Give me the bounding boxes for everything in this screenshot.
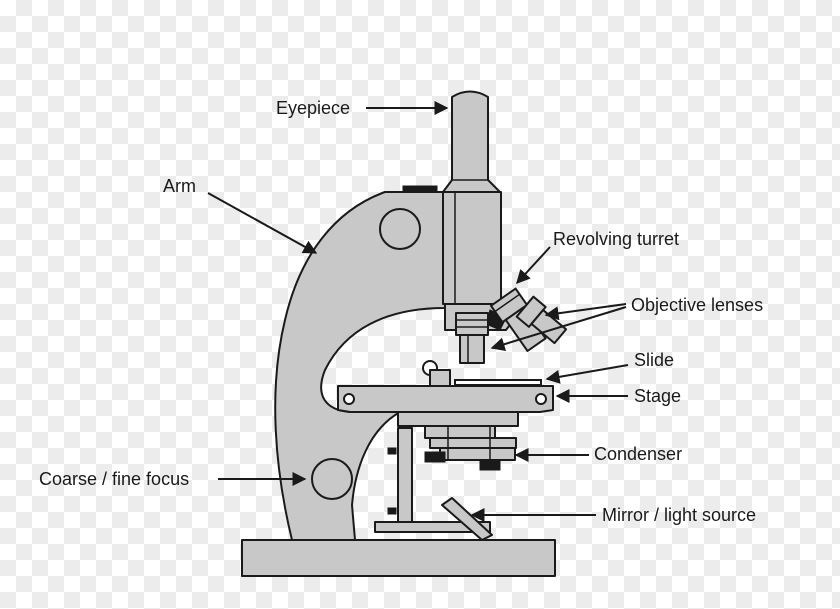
label-slide: Slide xyxy=(634,350,674,370)
mirror xyxy=(441,497,493,541)
eyepiece-tube xyxy=(442,90,501,193)
label-coarse-fine-focus: Coarse / fine focus xyxy=(39,469,189,489)
body-tube xyxy=(442,191,502,305)
leader-revolving-turret xyxy=(516,246,551,285)
mirror-base xyxy=(374,521,491,533)
objective-lens-angled xyxy=(489,287,547,352)
leader-slide xyxy=(545,364,629,384)
labels: Eyepiece Arm Revolving turret Objective … xyxy=(39,98,763,525)
arm-tab xyxy=(402,185,438,193)
stage xyxy=(337,385,554,413)
objective-lens-vertical xyxy=(455,312,489,364)
label-objective-lenses: Objective lenses xyxy=(631,295,763,315)
focus-knob xyxy=(311,458,353,500)
leader-lines xyxy=(207,101,629,522)
label-revolving-turret: Revolving turret xyxy=(553,229,679,249)
label-mirror-light-source: Mirror / light source xyxy=(602,505,756,525)
condenser-assembly xyxy=(397,411,519,471)
label-arm: Arm xyxy=(163,176,196,196)
upper-knob xyxy=(379,208,421,250)
condenser-bracket xyxy=(397,427,413,524)
leader-objective-lenses-1 xyxy=(544,303,627,321)
microscope-drawing xyxy=(241,90,568,577)
leader-objective-lenses-2 xyxy=(490,306,627,352)
slide xyxy=(454,379,542,386)
label-stage: Stage xyxy=(634,386,681,406)
label-condenser: Condenser xyxy=(594,444,682,464)
label-eyepiece: Eyepiece xyxy=(276,98,350,118)
leader-arm xyxy=(207,192,318,254)
